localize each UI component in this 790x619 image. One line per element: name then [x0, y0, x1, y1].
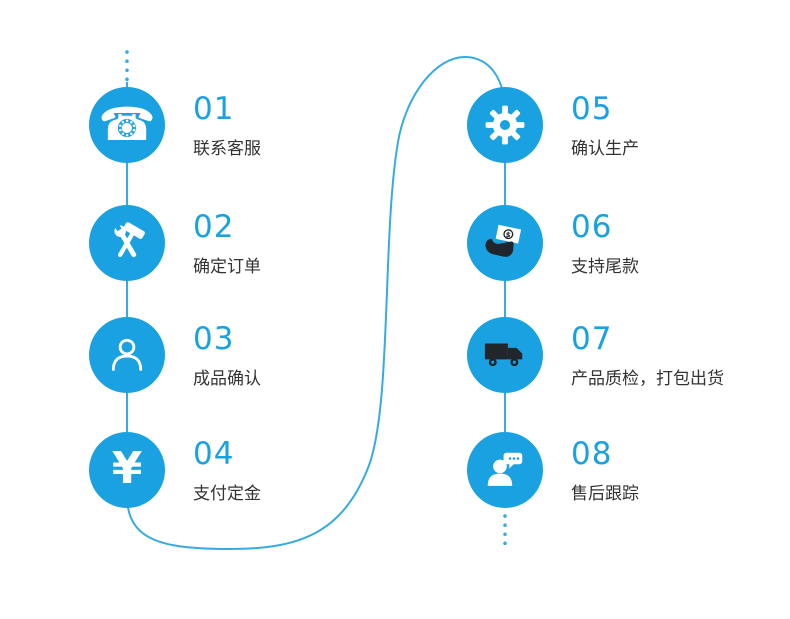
step-icon-circle: ¥: [89, 432, 165, 508]
step-number: 01: [193, 91, 235, 127]
step-label: 支付定金: [193, 484, 261, 505]
step-label: 成品确认: [193, 369, 261, 390]
step-label: 售后跟踪: [571, 484, 639, 505]
step-pay-balance: $ 06 支持尾款: [467, 205, 790, 281]
truck-icon: [484, 343, 523, 367]
step-number: 08: [571, 436, 613, 472]
step-icon-circle: [467, 432, 543, 508]
chat-person-icon: [487, 452, 523, 486]
step-icon-circle: [89, 205, 165, 281]
step-icon-circle: [89, 317, 165, 393]
step-number: 03: [193, 321, 235, 357]
tools-icon: [113, 222, 145, 258]
step-number: 06: [571, 209, 613, 245]
step-icon-circle: ☎: [89, 87, 165, 163]
step-label: 确定订单: [193, 257, 261, 278]
step-label: 联系客服: [193, 139, 261, 160]
step-confirm-order: 02 确定订单: [89, 205, 469, 281]
step-confirm-production: 05 确认生产: [467, 87, 790, 163]
s-curve-line: [126, 55, 506, 551]
gear-icon: [485, 105, 525, 145]
phone-icon: ☎: [98, 97, 156, 151]
step-pay-deposit: ¥ 04 支付定金: [89, 432, 469, 508]
step-sample-confirm: 03 成品确认: [89, 317, 469, 393]
step-qc-and-ship: 07 产品质检，打包出货: [467, 317, 790, 393]
svg-text:$: $: [505, 230, 512, 240]
step-label: 支持尾款: [571, 257, 639, 278]
step-number: 07: [571, 321, 613, 357]
step-icon-circle: [467, 87, 543, 163]
step-after-sales: 08 售后跟踪: [467, 432, 790, 508]
step-number: 02: [193, 209, 235, 245]
step-icon-circle: [467, 317, 543, 393]
person-icon: [111, 338, 143, 371]
step-number: 05: [571, 91, 613, 127]
step-label: 产品质检，打包出货: [571, 369, 724, 390]
hand-money-icon: $: [485, 224, 522, 257]
step-number: 04: [193, 436, 235, 472]
step-icon-circle: $: [467, 205, 543, 281]
step-contact-service: ☎ 01 联系客服: [89, 87, 469, 163]
step-label: 确认生产: [571, 139, 639, 160]
yuan-icon: ¥: [111, 443, 143, 494]
